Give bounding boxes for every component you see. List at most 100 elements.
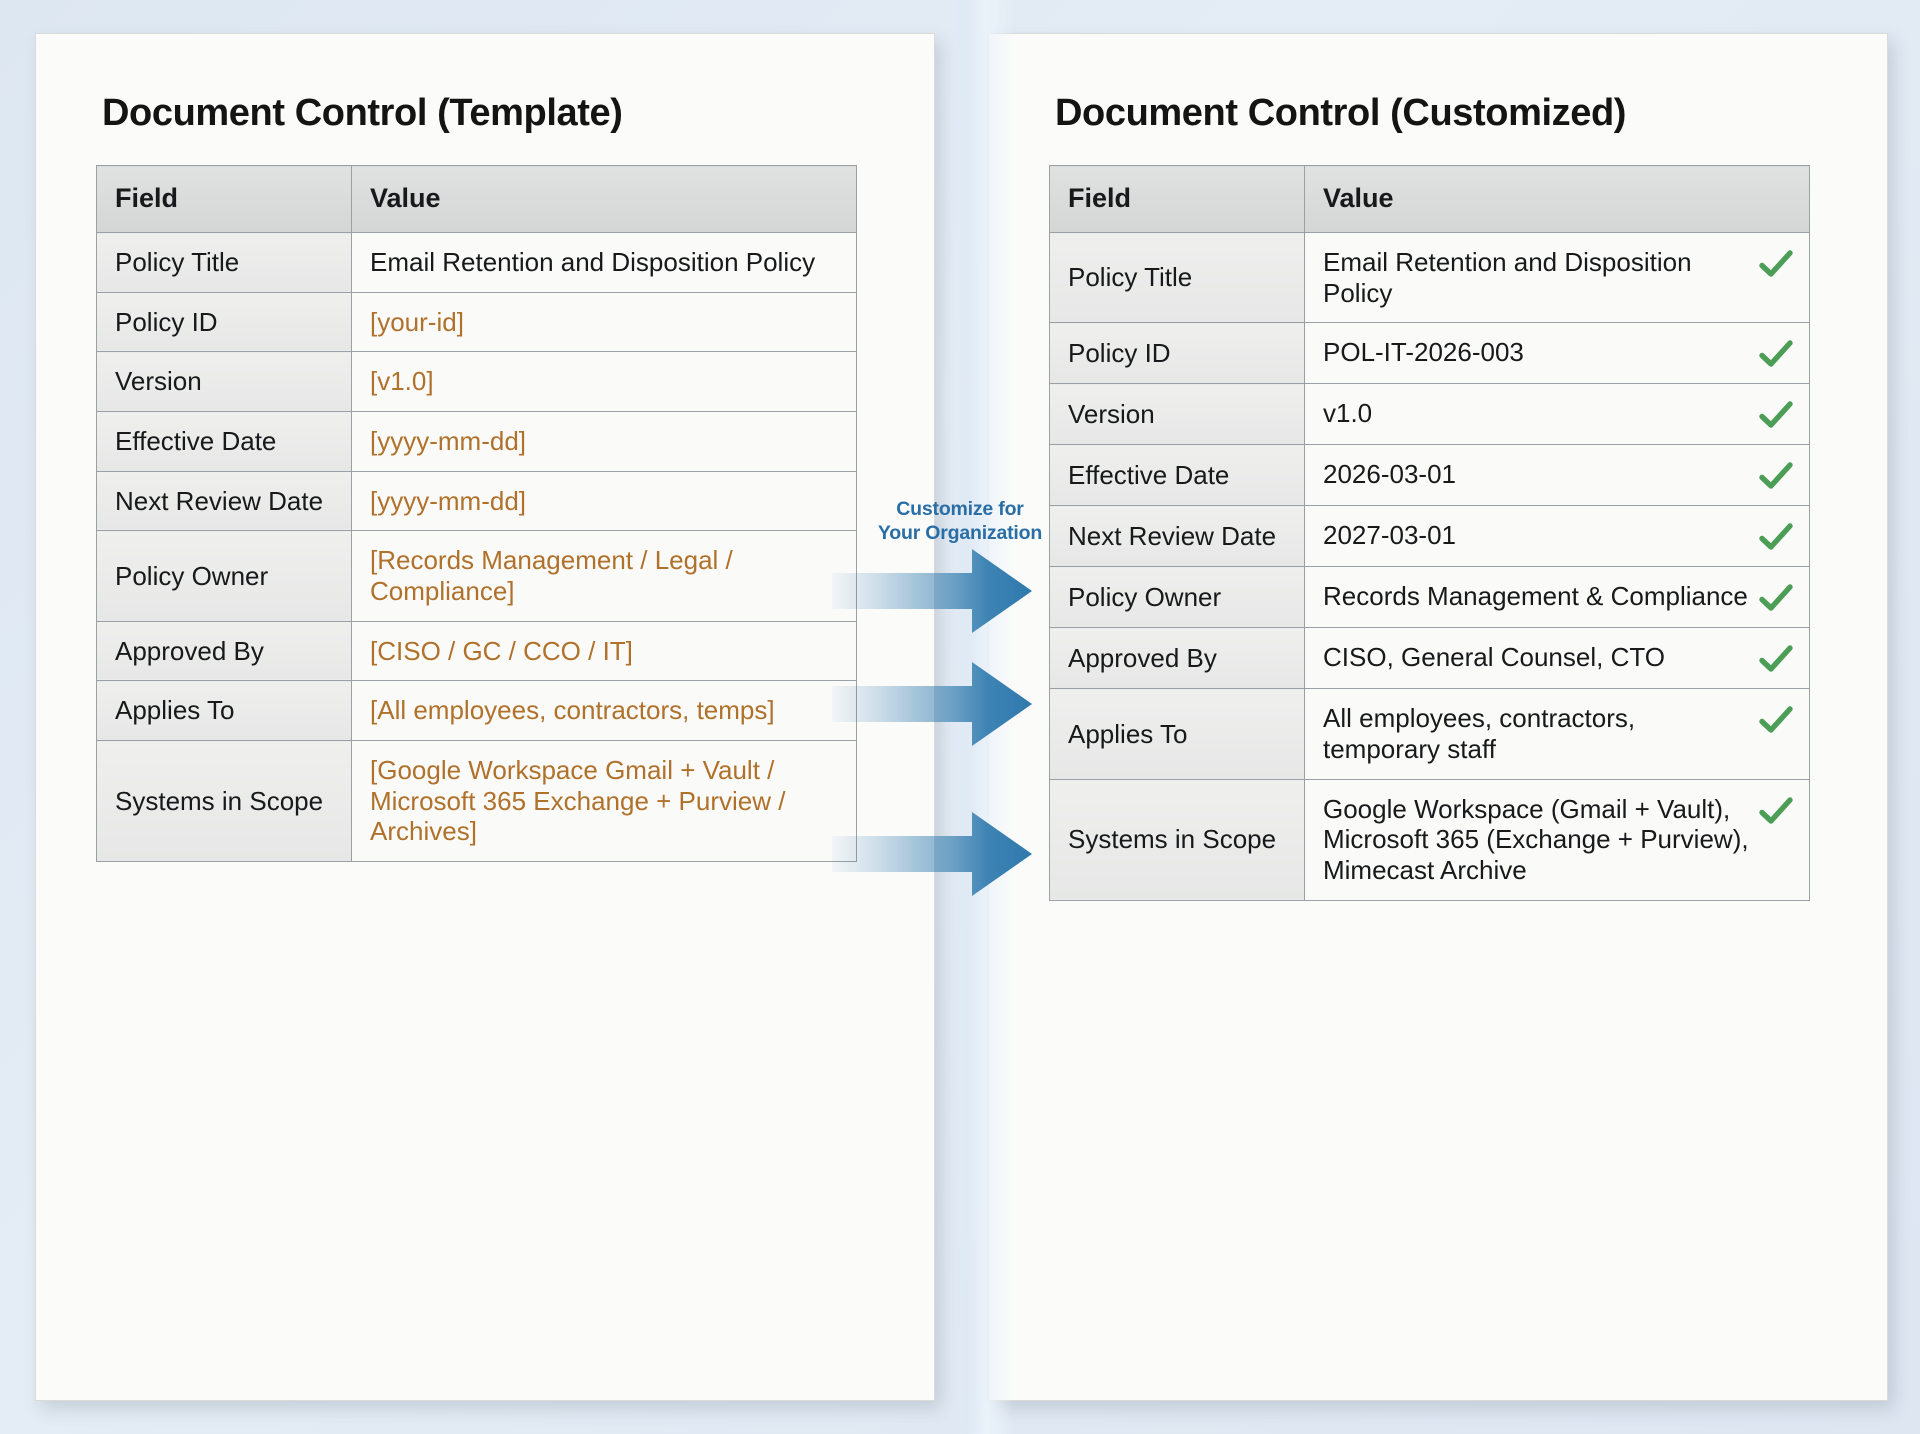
field-value: Email Retention and Disposition Policy bbox=[1304, 231, 1810, 324]
value-text: 2026-03-01 bbox=[1323, 459, 1456, 490]
field-label: Policy ID bbox=[96, 291, 352, 353]
table-row: Next Review Date 2027-03-01 bbox=[1049, 505, 1810, 568]
field-label: Next Review Date bbox=[96, 470, 352, 532]
table-row: Systems in Scope[Google Workspace Gmail … bbox=[96, 740, 857, 863]
field-label: Policy Title bbox=[1049, 231, 1305, 324]
value-with-status: All employees, contractors, temporary st… bbox=[1323, 703, 1793, 764]
check-icon bbox=[1759, 796, 1793, 826]
value-text: v1.0 bbox=[1323, 398, 1373, 429]
table-row: Policy Title Email Retention and Disposit… bbox=[96, 232, 857, 293]
table-row: Policy Title Email Retention and Disposit… bbox=[1049, 231, 1810, 324]
field-label: Approved By bbox=[1049, 627, 1305, 690]
check-icon bbox=[1759, 249, 1793, 279]
value-with-status: 2026-03-01 bbox=[1323, 459, 1793, 491]
table-row: Policy ID POL-IT-2026-003 bbox=[1049, 322, 1810, 385]
field-value: v1.0 bbox=[1304, 383, 1810, 446]
value-with-status: Email Retention and Disposition Policy bbox=[1323, 247, 1793, 308]
value-text: Email Retention and Disposition Policy bbox=[1323, 247, 1692, 308]
table-row: Approved By CISO, General Counsel, CTO bbox=[1049, 627, 1810, 690]
value-text: CISO, General Counsel, CTO bbox=[1323, 642, 1665, 673]
field-value: [All employees, contractors, temps] bbox=[351, 680, 857, 742]
value-text: Email Retention and Disposition Policy bbox=[370, 247, 816, 277]
placeholder-text: [CISO / GC / CCO / IT] bbox=[370, 635, 633, 666]
field-value: [yyyy-mm-dd] bbox=[351, 470, 857, 532]
column-header-value: Value bbox=[351, 165, 857, 233]
value-text: Google Workspace (Gmail + Vault), Micros… bbox=[1323, 793, 1749, 886]
table-row: Policy ID [your-id] bbox=[96, 291, 857, 353]
field-value: Records Management & Compliance bbox=[1304, 566, 1810, 629]
table-row: Applies To All employees, contractors, te… bbox=[1049, 688, 1810, 780]
placeholder-text: [your-id] bbox=[370, 306, 464, 337]
check-icon bbox=[1759, 522, 1793, 552]
value-with-status: v1.0 bbox=[1323, 398, 1793, 430]
table-row: Version v1.0 bbox=[1049, 383, 1810, 446]
value-text: 2027-03-01 bbox=[1323, 520, 1456, 551]
table-header-row: Field Value bbox=[1049, 165, 1810, 233]
placeholder-text: [All employees, contractors, temps] bbox=[370, 695, 775, 726]
table-row: Version [v1.0] bbox=[96, 351, 857, 413]
table-row: Effective Date 2026-03-01 bbox=[1049, 444, 1810, 507]
table-row: Effective Date[yyyy-mm-dd] bbox=[96, 411, 857, 472]
customized-panel-title: Document Control (Customized) bbox=[1055, 92, 1627, 134]
table-row: Approved By [CISO / GC / CCO / IT] bbox=[96, 620, 857, 682]
value-text: All employees, contractors, temporary st… bbox=[1323, 703, 1636, 765]
field-value: [your-id] bbox=[351, 291, 857, 353]
field-label: Effective Date bbox=[96, 411, 352, 472]
field-value: Google Workspace (Gmail + Vault), Micros… bbox=[1304, 778, 1810, 901]
template-panel-title: Document Control (Template) bbox=[102, 92, 623, 134]
field-value: 2026-03-01 bbox=[1304, 444, 1810, 507]
field-label: Next Review Date bbox=[1049, 505, 1305, 568]
table-row: Applies To [All employees, contractors, t… bbox=[96, 680, 857, 742]
field-value: [CISO / GC / CCO / IT] bbox=[351, 620, 857, 682]
field-value: Email Retention and Disposition Policy bbox=[351, 232, 857, 293]
template-panel: Document Control (Template) Field Value … bbox=[35, 33, 935, 1401]
table-row: Policy Owner Records Management & Complia… bbox=[1049, 566, 1810, 629]
value-with-status: Records Management & Compliance bbox=[1323, 581, 1793, 613]
check-icon bbox=[1759, 339, 1793, 369]
placeholder-text: [v1.0] bbox=[370, 366, 434, 397]
field-label: Policy Owner bbox=[1049, 566, 1305, 629]
field-value: CISO, General Counsel, CTO bbox=[1304, 627, 1810, 690]
field-value: 2027-03-01 bbox=[1304, 505, 1810, 568]
check-icon bbox=[1759, 644, 1793, 674]
field-value: [Google Workspace Gmail + Vault / Micros… bbox=[351, 740, 857, 863]
field-label: Policy Owner bbox=[96, 530, 352, 622]
value-with-status: CISO, General Counsel, CTO bbox=[1323, 642, 1793, 674]
check-icon bbox=[1759, 461, 1793, 491]
check-icon bbox=[1759, 400, 1793, 430]
field-label: Applies To bbox=[96, 680, 352, 742]
field-label: Version bbox=[96, 351, 352, 413]
field-value: [Records Management / Legal / Compliance… bbox=[351, 530, 857, 622]
field-value: [v1.0] bbox=[351, 351, 857, 413]
column-header-field: Field bbox=[96, 165, 352, 233]
field-label: Approved By bbox=[96, 620, 352, 682]
placeholder-text: [Records Management / Legal / Compliance… bbox=[370, 545, 733, 607]
field-value: All employees, contractors, temporary st… bbox=[1304, 688, 1810, 780]
check-icon bbox=[1759, 583, 1793, 613]
field-value: POL-IT-2026-003 bbox=[1304, 322, 1810, 385]
placeholder-text: [Google Workspace Gmail + Vault / Micros… bbox=[370, 755, 786, 847]
field-value: [yyyy-mm-dd] bbox=[351, 411, 857, 472]
column-header-value: Value bbox=[1304, 165, 1810, 233]
field-label: Policy ID bbox=[1049, 322, 1305, 385]
field-label: Systems in Scope bbox=[1049, 778, 1305, 901]
customized-panel: Document Control (Customized) Field Valu… bbox=[988, 33, 1888, 1401]
field-label: Effective Date bbox=[1049, 444, 1305, 507]
value-with-status: 2027-03-01 bbox=[1323, 520, 1793, 552]
field-label: Version bbox=[1049, 383, 1305, 446]
table-row: Policy Owner [Records Management / Legal … bbox=[96, 530, 857, 622]
value-with-status: Google Workspace (Gmail + Vault), Micros… bbox=[1323, 794, 1793, 886]
field-label: Systems in Scope bbox=[96, 740, 352, 863]
check-icon bbox=[1759, 705, 1793, 735]
field-label: Policy Title bbox=[96, 232, 352, 293]
value-with-status: POL-IT-2026-003 bbox=[1323, 337, 1793, 369]
value-text: POL-IT-2026-003 bbox=[1323, 337, 1524, 368]
template-table: Field Value Policy Title Email Retention … bbox=[96, 165, 857, 863]
field-label: Applies To bbox=[1049, 688, 1305, 780]
table-header-row: Field Value bbox=[96, 165, 857, 233]
customized-table: Field Value Policy Title Email Retention … bbox=[1049, 165, 1810, 901]
column-header-field: Field bbox=[1049, 165, 1305, 233]
placeholder-text: [yyyy-mm-dd] bbox=[370, 485, 526, 516]
